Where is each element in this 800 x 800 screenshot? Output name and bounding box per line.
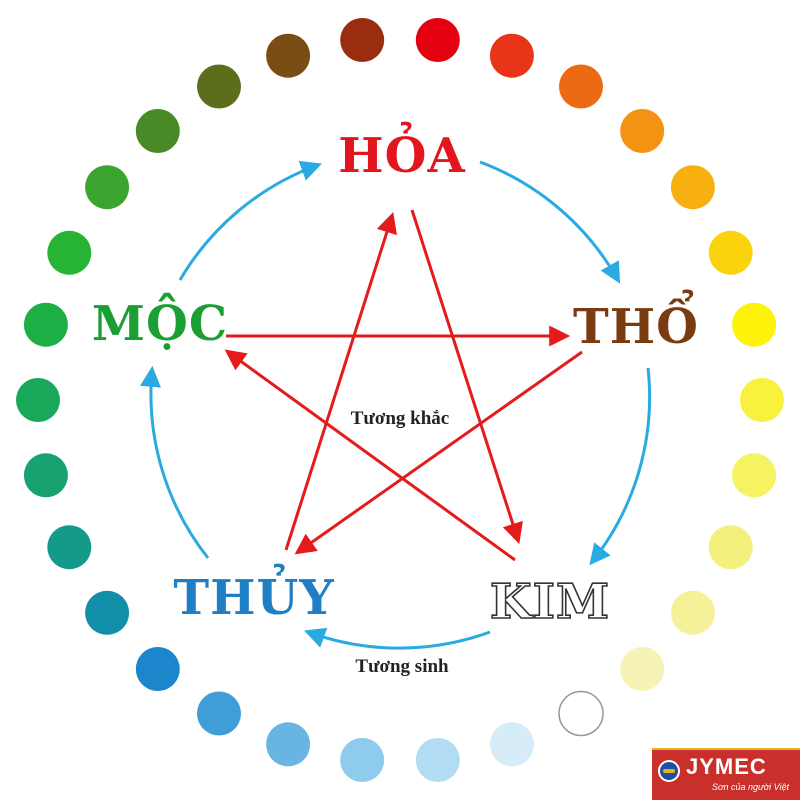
color-dot: [197, 691, 241, 736]
color-dot: [340, 738, 385, 782]
logo-tagline: Sơn của người Việt: [712, 782, 789, 792]
arrow-tho-to-kim: [589, 367, 652, 566]
element-label-moc: MỘC: [92, 291, 228, 352]
color-dot: [620, 109, 665, 153]
color-dot: [708, 230, 753, 275]
tuong-sinh-cycle: [140, 160, 652, 650]
caption-tuong-khac: Tương khắc: [351, 408, 449, 429]
tuong-khac-star: [224, 209, 583, 562]
arrow-moc-to-hoa: [178, 160, 322, 281]
color-dot: [135, 109, 180, 153]
jymec-logo-icon: [658, 760, 680, 782]
arrow-thuy-to-hoa: [284, 211, 397, 551]
arrow-hoa-to-kim: [410, 209, 523, 544]
logo-brand: JYMEC: [686, 754, 767, 779]
color-dot: [620, 647, 665, 691]
color-dot: [489, 722, 534, 767]
color-dot: [16, 378, 60, 422]
element-label-kim: KIM: [490, 574, 610, 630]
color-dot: [740, 378, 784, 422]
color-wheel-ring: [16, 18, 784, 782]
color-dot: [732, 302, 777, 347]
color-dot: [47, 230, 92, 275]
color-dot: [197, 64, 241, 109]
color-dot: [670, 590, 715, 635]
color-dot: [135, 647, 180, 691]
element-label-hoa: HỎA: [338, 120, 465, 184]
arrow-thuy-to-moc: [140, 365, 210, 559]
color-dot: [266, 33, 311, 78]
element-label-thuy: THỦY: [173, 562, 334, 626]
color-dot: [85, 165, 130, 210]
color-dot: [47, 525, 92, 570]
jymec-logo: JYMEC Sơn của người Việt: [652, 748, 800, 800]
color-dot: [415, 738, 460, 782]
color-dot: [266, 722, 311, 767]
arrow-kim-to-thuy: [304, 627, 491, 650]
arrow-tho-to-thuy: [294, 350, 583, 555]
color-dot: [559, 64, 603, 109]
caption-tuong-sinh: Tương sinh: [355, 656, 449, 677]
color-dot: [340, 18, 385, 62]
color-dot: [670, 165, 715, 210]
arrow-hoa-to-tho: [479, 160, 621, 284]
element-label-tho: THỔ: [573, 288, 699, 355]
color-dot: [23, 453, 68, 498]
color-dot: [708, 525, 753, 570]
color-dot: [23, 302, 68, 347]
color-dot: [415, 18, 460, 62]
arrow-kim-to-moc: [224, 349, 516, 562]
color-dot: [85, 590, 130, 635]
color-dot: [489, 33, 534, 78]
color-dot: [732, 453, 777, 498]
color-dot: [558, 690, 604, 737]
